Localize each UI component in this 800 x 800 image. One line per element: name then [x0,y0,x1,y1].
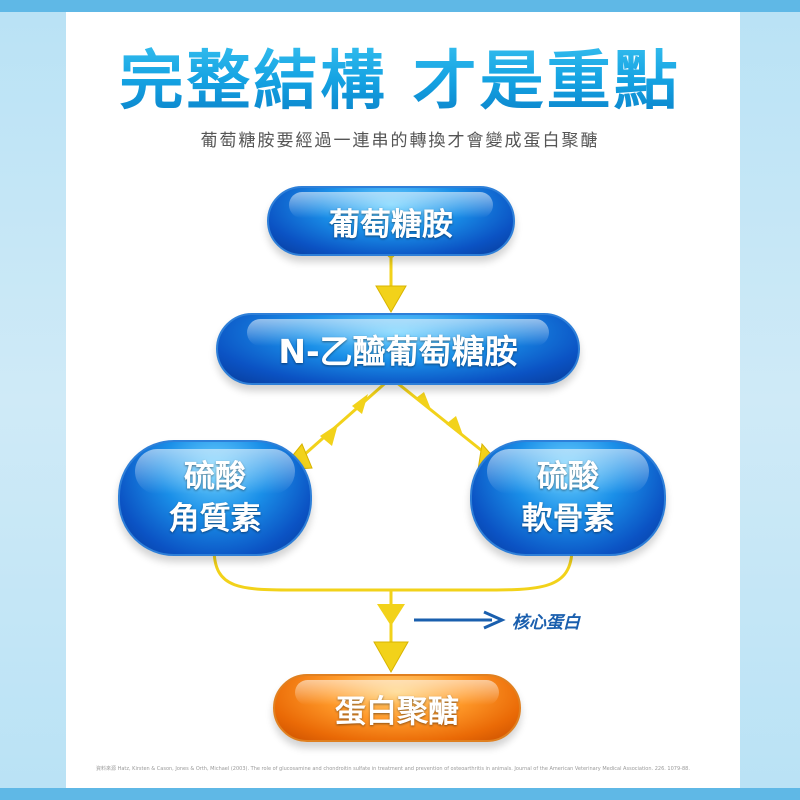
node-chondroitin-line1: 硫酸 [537,459,599,495]
node-proteoglycan-label: 蛋白聚醣 [335,693,459,730]
node-keratan-line1: 硫酸 [184,459,246,495]
node-chondroitin-line2: 軟骨素 [521,501,615,537]
core-protein-label: 核心蛋白 [512,613,580,633]
top-border [0,0,800,12]
node-glucosamine: 葡萄糖胺 [267,186,515,256]
node-n-acetyl-glucosamine: N-乙醯葡萄糖胺 [216,313,580,385]
bottom-border [0,788,800,800]
page-title: 完整結構 才是重點 [0,30,800,122]
arrowhead-1 [375,285,407,314]
node-keratan-sulfate: 硫酸 角質素 [118,440,312,556]
node-glucosamine-label: 葡萄糖胺 [329,206,453,243]
page-subtitle: 葡萄糖胺要經過一連串的轉換才會變成蛋白聚醣 [200,131,600,151]
arrowhead-bottom [373,641,409,674]
node-n-acetyl-label: N-乙醯葡萄糖胺 [278,332,518,371]
arrow-nacetyl-to-left [295,376,392,464]
node-chondroitin-sulfate: 硫酸 軟骨素 [470,440,666,556]
source-footnote: 資料來源 Hatz, Kirsten & Cason, Jones & Orth… [96,766,690,772]
content-card [66,12,740,788]
arrow-nacetyl-to-right [390,376,497,464]
node-keratan-line2: 角質素 [168,501,262,537]
node-proteoglycan: 蛋白聚醣 [273,674,521,742]
